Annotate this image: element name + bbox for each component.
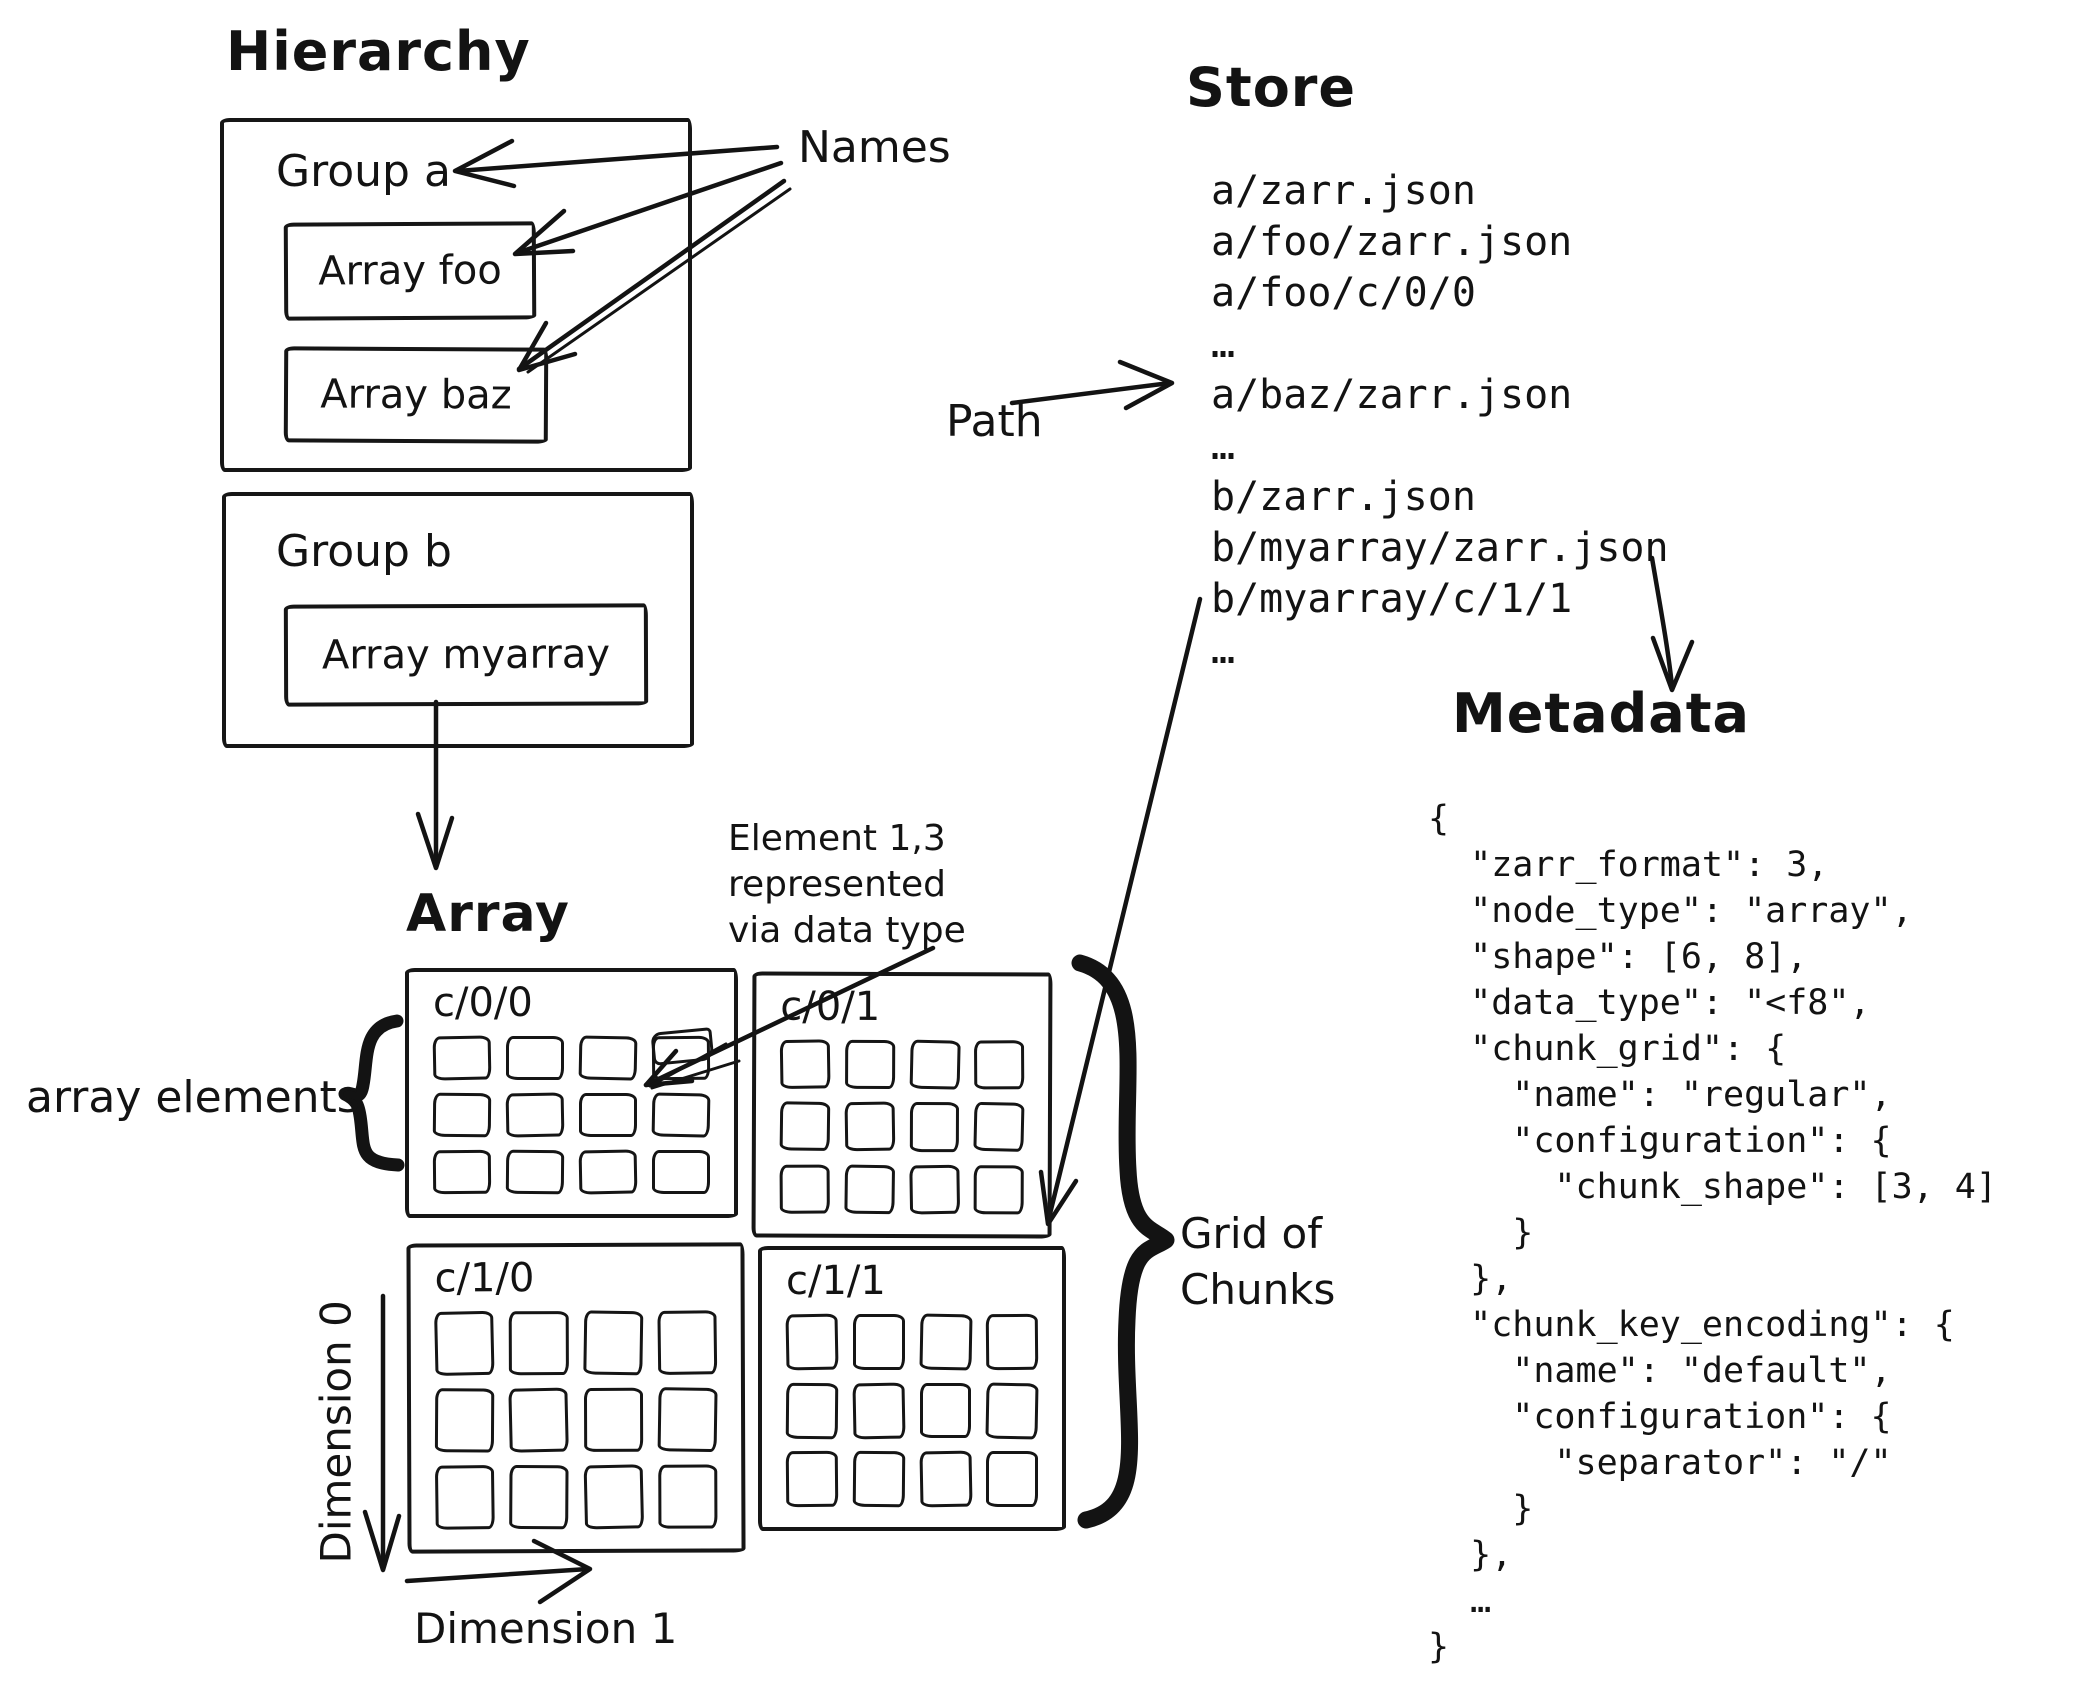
chunk-c00-box: c/0/0 — [405, 968, 738, 1218]
array-element-cell — [985, 1382, 1039, 1439]
grid-of-chunks-brace — [1071, 954, 1175, 1529]
array-element-cell — [651, 1092, 711, 1138]
chunk-c01-label: c/0/1 — [780, 983, 881, 1030]
array-element-cell — [583, 1387, 643, 1452]
array-element-cell — [578, 1035, 638, 1081]
names-label: Names — [798, 122, 951, 173]
array-myarray-box: Array myarray — [283, 603, 649, 707]
array-element-cell — [908, 1164, 960, 1215]
chunk-c00-cells — [432, 1035, 711, 1195]
array-element-cell — [919, 1382, 972, 1439]
array-element-cell — [986, 1451, 1038, 1507]
chunk-c10-box: c/1/0 — [406, 1242, 746, 1554]
array-element-cell — [844, 1164, 895, 1215]
array-element-cell — [918, 1313, 972, 1371]
array-element-cell — [434, 1388, 495, 1453]
chunk-c11-cells — [785, 1313, 1039, 1508]
dimension-0-label: Dimension 0 — [311, 1300, 361, 1564]
array-element-cell — [657, 1387, 718, 1453]
chunk-c11-box: c/1/1 — [758, 1246, 1066, 1531]
array-element-cell — [657, 1310, 718, 1375]
array-baz-label: Array baz — [320, 371, 512, 419]
array-element-cell — [583, 1464, 644, 1530]
array-element-cell — [582, 1310, 644, 1376]
chunk-c11-label: c/1/1 — [786, 1258, 886, 1304]
path-arrowhead — [1117, 359, 1175, 411]
array-element-cell — [909, 1102, 960, 1152]
chunk-c10-label: c/1/0 — [434, 1255, 535, 1302]
array-element-cell — [973, 1102, 1025, 1153]
array-element-cell — [434, 1310, 495, 1377]
dimension-1-arrow-line — [404, 1566, 591, 1584]
array-element-cell — [852, 1382, 906, 1439]
array-element-cell — [844, 1101, 895, 1152]
array-element-cell — [779, 1039, 831, 1090]
chunk-c10-cells — [434, 1310, 718, 1530]
array-element-cell — [651, 1035, 711, 1081]
array-foo-label: Array foo — [318, 247, 502, 295]
array-element-cell — [505, 1092, 565, 1138]
group-b-label: Group b — [276, 526, 452, 577]
array-element-cell — [579, 1093, 637, 1137]
array-element-cell — [844, 1039, 895, 1090]
array-element-cell — [852, 1314, 905, 1370]
chunk-c00-label: c/0/0 — [433, 980, 533, 1026]
array-element-cell — [509, 1464, 570, 1530]
array-element-cell — [909, 1039, 960, 1090]
array-element-cell — [508, 1387, 570, 1453]
array-elements-label: array elements — [26, 1072, 360, 1123]
array-element-cell — [785, 1382, 839, 1439]
chunk-c01-box: c/0/1 — [751, 971, 1053, 1239]
hierarchy-title: Hierarchy — [226, 20, 531, 83]
metadata-title: Metadata — [1452, 682, 1750, 745]
array-element-cell — [974, 1040, 1025, 1090]
array-element-cell — [779, 1101, 830, 1152]
array-element-cell — [785, 1451, 839, 1508]
chunk-c01-cells — [779, 1039, 1025, 1215]
array-element-cell — [505, 1149, 565, 1195]
array-element-cell — [918, 1450, 972, 1508]
array-baz-box: Array baz — [283, 346, 549, 444]
array-element-cell — [657, 1464, 718, 1529]
dimension-0-arrowhead — [362, 1509, 402, 1573]
array-element-cell — [432, 1035, 492, 1081]
array-myarray-label: Array myarray — [321, 631, 611, 679]
store-to-chunk-arrow-line — [1045, 596, 1203, 1225]
array-element-cell — [578, 1149, 638, 1195]
array-foo-box: Array foo — [283, 221, 537, 321]
dimension-1-label: Dimension 1 — [414, 1604, 678, 1653]
store-title: Store — [1186, 56, 1357, 119]
metadata-json: { "zarr_format": 3, "node_type": "array"… — [1428, 799, 1997, 1667]
array-element-cell — [432, 1092, 492, 1138]
grid-of-chunks-label: Grid of Chunks — [1180, 1209, 1336, 1314]
array-element-cell — [779, 1164, 830, 1214]
group-b-box: Group b Array myarray — [222, 492, 694, 748]
array-element-cell — [852, 1451, 905, 1508]
myarray-to-array-arrowhead — [415, 811, 455, 871]
array-element-cell — [506, 1036, 564, 1080]
store-key-list: a/zarr.json a/foo/zarr.json a/foo/c/0/0 … — [1211, 168, 1669, 673]
array-element-cell — [652, 1150, 710, 1194]
path-label: Path — [946, 396, 1043, 447]
group-a-box: Group a Array foo Array baz — [220, 118, 692, 472]
array-element-cell — [973, 1164, 1024, 1215]
element-note: Element 1,3 represented via data type — [728, 818, 966, 951]
array-element-cell — [985, 1313, 1039, 1370]
group-a-label: Group a — [276, 146, 451, 197]
array-title: Array — [406, 884, 570, 944]
array-element-cell — [434, 1465, 496, 1530]
array-element-cell — [432, 1149, 492, 1195]
array-element-cell — [508, 1311, 569, 1376]
array-element-cell — [785, 1313, 839, 1371]
